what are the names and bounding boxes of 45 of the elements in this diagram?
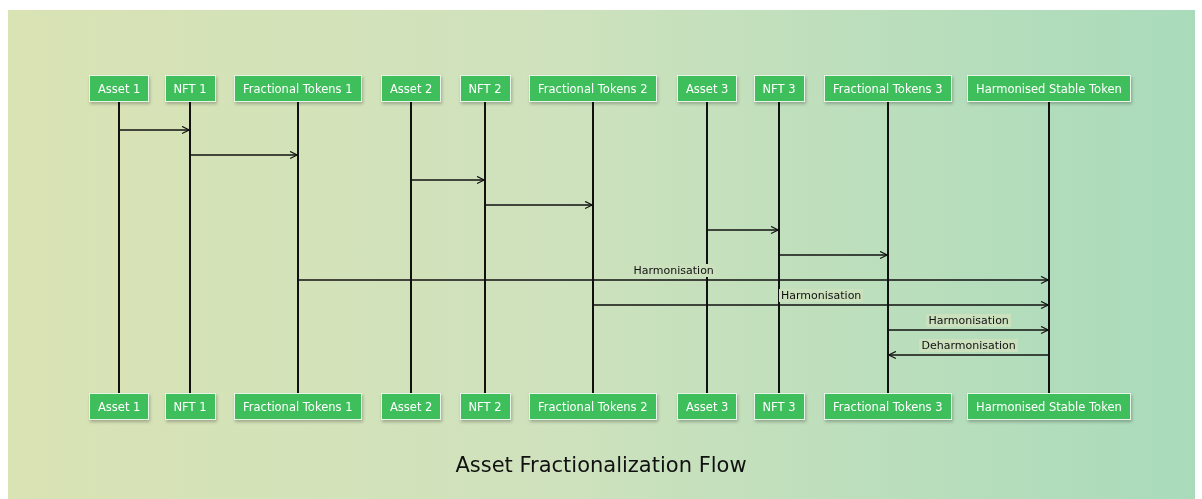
- lifeline: [778, 102, 780, 393]
- arrow: [119, 125, 190, 135]
- arrow: [779, 250, 888, 260]
- participant-box: Asset 1: [89, 75, 150, 102]
- lifeline: [484, 102, 486, 393]
- participant-box: Harmonised Stable Token: [967, 393, 1131, 420]
- participant-box: NFT 2: [459, 393, 511, 420]
- participant-box: Asset 2: [381, 75, 442, 102]
- arrow: [190, 150, 298, 160]
- participant-box: Harmonised Stable Token: [967, 75, 1131, 102]
- participant-box: Fractional Tokens 1: [234, 75, 362, 102]
- diagram-caption: Asset Fractionalization Flow: [455, 453, 747, 477]
- participant-box: NFT 3: [753, 393, 805, 420]
- lifeline: [297, 102, 299, 393]
- arrow: [298, 275, 1049, 285]
- arrow: [593, 300, 1049, 310]
- arrow: [888, 325, 1049, 335]
- participant-box: Fractional Tokens 2: [529, 393, 657, 420]
- edge-label: Harmonisation: [631, 264, 716, 277]
- participant-box: Asset 2: [381, 393, 442, 420]
- edge-label: Deharmonisation: [919, 339, 1018, 352]
- participant-box: Asset 3: [677, 75, 738, 102]
- arrow: [485, 200, 593, 210]
- lifeline: [592, 102, 594, 393]
- edge-label: Harmonisation: [779, 289, 864, 302]
- edge-label: Harmonisation: [926, 314, 1011, 327]
- lifeline: [189, 102, 191, 393]
- participant-box: Fractional Tokens 3: [824, 393, 952, 420]
- lifeline: [887, 102, 889, 393]
- lifeline: [1048, 102, 1050, 393]
- participant-box: NFT 1: [164, 393, 216, 420]
- participant-box: NFT 3: [753, 75, 805, 102]
- participant-box: Fractional Tokens 3: [824, 75, 952, 102]
- participant-box: Fractional Tokens 2: [529, 75, 657, 102]
- participant-box: Fractional Tokens 1: [234, 393, 362, 420]
- arrow: [707, 225, 779, 235]
- arrow: [888, 350, 1049, 360]
- participant-box: Asset 3: [677, 393, 738, 420]
- lifeline: [410, 102, 412, 393]
- arrow: [411, 175, 485, 185]
- participant-box: NFT 1: [164, 75, 216, 102]
- participant-box: NFT 2: [459, 75, 511, 102]
- lifeline: [706, 102, 708, 393]
- lifeline: [118, 102, 120, 393]
- participant-box: Asset 1: [89, 393, 150, 420]
